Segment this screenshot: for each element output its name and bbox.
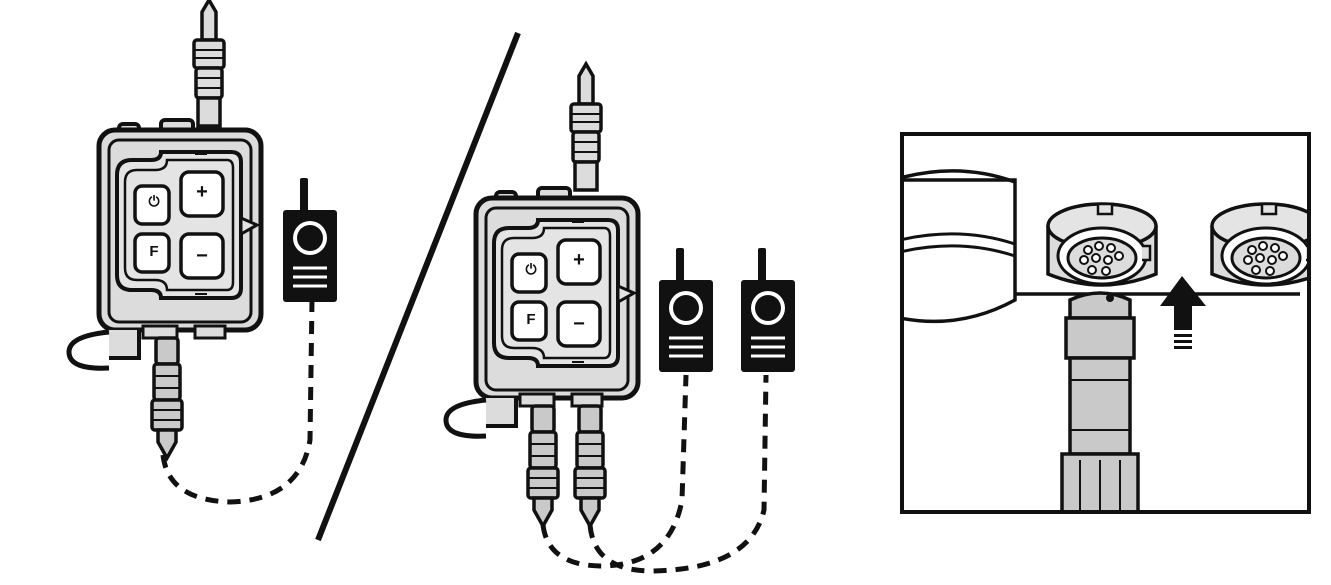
function-icon: F xyxy=(149,243,158,260)
hub-button-power: ⏻ xyxy=(525,261,536,277)
connection-cable xyxy=(160,299,315,505)
radio-connector xyxy=(150,336,184,460)
connection-cable-b xyxy=(587,374,769,574)
dual-radio-setup: ⏻ + F − xyxy=(446,62,797,574)
device-housing xyxy=(904,169,1017,324)
receptacle-socket xyxy=(1046,202,1158,287)
hub-button-volume-up: + xyxy=(573,249,585,271)
hub-button-volume-down: − xyxy=(573,313,585,335)
volume-down-icon: − xyxy=(573,313,585,335)
volume-down-icon: − xyxy=(196,245,208,267)
volume-up-icon: + xyxy=(573,249,585,271)
connector-insertion-detail xyxy=(900,132,1311,514)
inserting-plug xyxy=(1060,291,1140,510)
receptacle-socket-adjacent xyxy=(1210,202,1307,287)
hub-button-volume-down: − xyxy=(196,245,208,267)
handheld-radio xyxy=(281,176,339,304)
power-icon: ⏻ xyxy=(525,261,536,277)
control-hub-device xyxy=(69,120,261,368)
handheld-radio-a xyxy=(657,246,715,374)
arrow-up-icon xyxy=(1160,276,1206,349)
panel-divider xyxy=(315,31,521,542)
connection-cable-a xyxy=(540,374,689,569)
hub-button-volume-up: + xyxy=(196,181,208,203)
control-hub-device xyxy=(446,188,638,436)
handheld-radio-b xyxy=(739,246,797,374)
hub-button-power: ⏻ xyxy=(148,193,159,209)
volume-up-icon: + xyxy=(196,181,208,203)
power-icon: ⏻ xyxy=(148,193,159,209)
top-antenna-cable xyxy=(192,0,226,128)
hub-button-function: F xyxy=(526,311,535,328)
radio-connector-a xyxy=(526,404,560,528)
radio-connector-b xyxy=(573,404,607,528)
single-radio-setup: ⏻ + F − xyxy=(69,0,339,505)
top-antenna-cable xyxy=(569,62,603,192)
hub-button-function: F xyxy=(149,243,158,260)
function-icon: F xyxy=(526,311,535,328)
